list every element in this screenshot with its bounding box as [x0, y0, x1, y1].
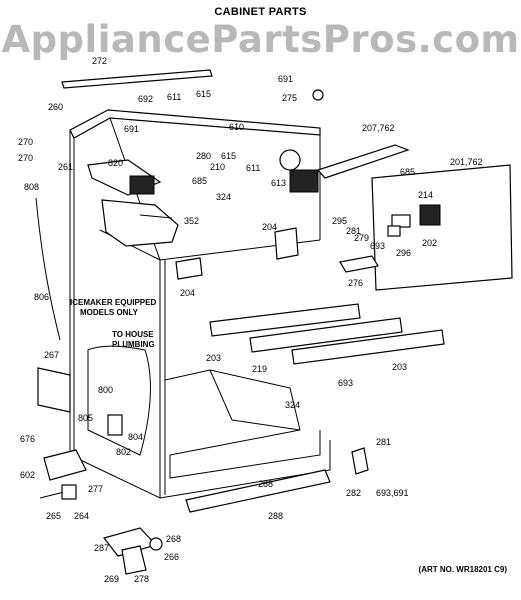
note-icemaker-line1: ICEMAKER EQUIPPED	[70, 298, 156, 307]
label-820: 820	[108, 158, 123, 168]
label-288: 288	[258, 479, 273, 489]
label-279: 279	[354, 233, 369, 243]
part-806-water-line	[35, 197, 61, 341]
label-276: 276	[348, 278, 363, 288]
label-613: 613	[271, 178, 286, 188]
label-266: 266	[164, 552, 179, 562]
label-267: 267	[44, 350, 59, 360]
label-808: 808	[24, 182, 39, 192]
label-281: 281	[346, 226, 361, 236]
label-203: 203	[206, 353, 221, 363]
label-281b: 281	[376, 437, 391, 447]
label-275: 275	[282, 93, 297, 103]
label-296: 296	[396, 248, 411, 258]
diagram-title: CABINET PARTS	[214, 6, 307, 18]
part-264-roller	[61, 484, 77, 500]
watermark: AppliancePartsPros.com	[1, 18, 520, 61]
part-204-bracket-right	[274, 227, 299, 260]
label-691b: 691	[124, 124, 139, 134]
part-272-strip	[61, 69, 213, 89]
part-203-mullion-upper	[209, 303, 361, 337]
label-202: 202	[422, 238, 437, 248]
label-278: 278	[134, 574, 149, 584]
label-602: 602	[20, 470, 35, 480]
label-611b: 611	[246, 163, 260, 173]
part-266-wheel	[149, 537, 163, 551]
art-number: (ART NO. WR18201 C9)	[418, 565, 507, 574]
part-613-fan-motor	[279, 149, 319, 193]
part-219-mullion	[249, 317, 403, 353]
label-691: 691	[278, 74, 293, 84]
label-324b: 324	[285, 400, 300, 410]
part-276-bracket	[339, 255, 379, 273]
note-plumbing-line1: TO HOUSE	[112, 330, 154, 339]
note-icemaker-line2: MODELS ONLY	[80, 308, 139, 317]
label-204: 204	[262, 222, 277, 232]
part-labels: 272 691 275 692 611 615 260 691 610 207,…	[18, 56, 483, 584]
label-676: 676	[20, 434, 35, 444]
label-270b: 270	[18, 153, 33, 163]
label-685: 685	[192, 176, 207, 186]
label-805: 805	[78, 413, 93, 423]
label-261: 261	[58, 162, 73, 172]
part-602-bracket	[43, 449, 87, 481]
label-264: 264	[74, 511, 89, 521]
label-270: 270	[18, 137, 33, 147]
part-203-mullion-lower	[291, 329, 445, 365]
part-204-bracket-left	[175, 257, 203, 280]
label-207-762: 207,762	[362, 123, 395, 133]
label-352: 352	[184, 216, 199, 226]
label-685b: 685	[400, 167, 415, 177]
label-268: 268	[166, 534, 181, 544]
label-260: 260	[48, 102, 63, 112]
label-693b: 693	[338, 378, 353, 388]
part-201-rear-panel	[371, 164, 513, 291]
label-219: 219	[252, 364, 267, 374]
label-201-762: 201,762	[450, 157, 483, 167]
label-324: 324	[216, 192, 231, 202]
label-804: 804	[128, 432, 143, 442]
label-287: 287	[94, 543, 109, 553]
part-282-stop	[351, 447, 369, 475]
part-275-hinge	[312, 89, 324, 101]
label-692: 692	[138, 94, 153, 104]
label-272: 272	[92, 56, 107, 66]
label-802: 802	[116, 447, 131, 457]
part-800-water-valve	[107, 414, 123, 436]
part-267-shield	[37, 367, 71, 413]
label-282: 282	[346, 488, 361, 498]
label-806: 806	[34, 292, 49, 302]
label-611: 611	[167, 92, 181, 102]
note-plumbing-line2: PLUMBING	[112, 340, 155, 349]
label-269: 269	[104, 574, 119, 584]
label-210: 210	[210, 162, 225, 172]
label-615: 615	[196, 89, 211, 99]
label-693-691: 693,691	[376, 488, 409, 498]
label-280: 280	[196, 151, 211, 161]
label-265: 265	[46, 511, 61, 521]
label-610: 610	[229, 122, 244, 132]
part-207-control-rail	[316, 144, 410, 179]
label-288b: 288	[268, 511, 283, 521]
label-295: 295	[332, 216, 347, 226]
label-615b: 615	[221, 151, 236, 161]
part-352-ice-bucket	[101, 199, 179, 247]
plumbing-area	[87, 345, 151, 456]
label-203b: 203	[392, 362, 407, 372]
label-693: 693	[370, 241, 385, 251]
label-214: 214	[418, 190, 433, 200]
label-800: 800	[98, 385, 113, 395]
part-278-wheel-bracket	[121, 545, 147, 575]
label-277: 277	[88, 484, 103, 494]
label-204b: 204	[180, 288, 195, 298]
part-288-grille	[185, 469, 331, 513]
part-820-icemaker	[87, 159, 162, 196]
